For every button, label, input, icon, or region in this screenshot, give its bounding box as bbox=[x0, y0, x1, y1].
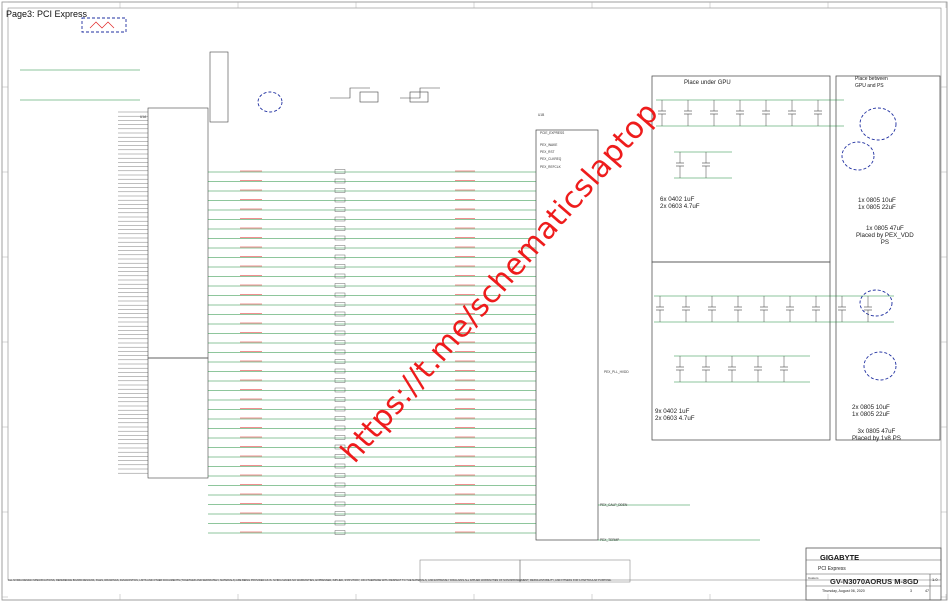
ac-cap-symbol bbox=[334, 302, 346, 307]
ac-cap-symbol bbox=[334, 245, 346, 250]
company-logo: GIGABYTE bbox=[820, 553, 860, 562]
pcie-ref-label: PCIE_EXPRESS bbox=[540, 131, 565, 135]
ac-cap-symbol bbox=[334, 520, 346, 526]
cap-note-top: 6x 0402 1uF 2x 0603 4.7uF bbox=[660, 196, 700, 210]
pin-pex-terma: PEX_TERMP bbox=[600, 538, 620, 542]
doc-date: Thursday, August 06, 2020 bbox=[822, 589, 865, 593]
ac-cap-symbol bbox=[334, 349, 346, 355]
note-pex-vdd: 1x 0805 47uF Placed by PEX_VDD PS bbox=[856, 225, 914, 246]
ac-cap-symbol bbox=[334, 292, 346, 298]
note-1v8-ps: 3x 0805 47uF Placed by 1v8 PS bbox=[852, 428, 901, 442]
ac-cap-symbol bbox=[334, 359, 346, 364]
ac-cap-symbol bbox=[334, 283, 346, 288]
ac-cap-symbol bbox=[334, 406, 346, 412]
page-title: Page3: PCI Express bbox=[6, 9, 88, 19]
pin-pex-cal: PEX_CALP_DDEN bbox=[600, 503, 628, 507]
ac-cap-symbol bbox=[334, 197, 346, 203]
ac-cap-symbol bbox=[334, 340, 346, 345]
ac-cap-symbol bbox=[334, 235, 346, 241]
ac-cap-symbol bbox=[334, 454, 346, 459]
ac-cap-symbol bbox=[334, 501, 346, 507]
ac-cap-symbol bbox=[334, 482, 346, 488]
pin-pex-clkreq: PEX_CLKREQ bbox=[540, 157, 562, 161]
ac-cap-symbol bbox=[334, 264, 346, 269]
note-1v8-caps: 2x 0805 10uF 1x 0805 22uF bbox=[852, 404, 890, 418]
ac-cap-symbol bbox=[334, 178, 346, 184]
left-connector bbox=[147, 107, 209, 479]
ac-cap-symbol bbox=[334, 330, 346, 336]
ac-cap-symbol bbox=[334, 254, 346, 260]
u1b-label: U1B bbox=[538, 113, 545, 117]
ac-cap-symbol bbox=[334, 511, 346, 516]
cap-note-bottom: 9x 0402 1uF 2x 0603 4.7uF bbox=[655, 408, 695, 422]
pin-pex-wake: PEX_WAKE bbox=[540, 143, 558, 147]
model-number: GV-N3070AORUS M-8GD bbox=[830, 577, 919, 586]
ac-cap-symbol bbox=[334, 216, 346, 222]
ac-cap-symbol bbox=[334, 321, 346, 326]
doc-title: PCI Express bbox=[818, 566, 846, 572]
ac-cap-symbol bbox=[334, 273, 346, 279]
sheet-total: 47 bbox=[925, 589, 929, 593]
ac-cap-symbol bbox=[334, 188, 346, 193]
ac-cap-symbol bbox=[334, 226, 346, 231]
ac-cap-symbol bbox=[334, 397, 346, 402]
pin-pex-pll-hvdd: PEX_PLL_HVDD bbox=[604, 370, 629, 374]
ac-cap-symbol bbox=[334, 378, 346, 383]
u1a-label: U1A bbox=[140, 115, 147, 119]
rev-value: 1.0 bbox=[932, 577, 938, 582]
ac-cap-symbol bbox=[334, 387, 346, 393]
sheet-number: 3 bbox=[910, 589, 912, 593]
ac-cap-symbol bbox=[334, 311, 346, 317]
pin-pex-rst: PEX_RST bbox=[540, 150, 555, 154]
ac-cap-symbol bbox=[334, 207, 346, 212]
size-value: Custom bbox=[808, 576, 819, 580]
gpu-pcie-body bbox=[535, 129, 599, 541]
note-pex-caps: 1x 0805 10uF 1x 0805 22uF bbox=[858, 197, 896, 211]
ac-cap-symbol bbox=[334, 416, 346, 421]
ac-cap-symbol bbox=[334, 463, 346, 469]
ac-cap-symbol bbox=[334, 368, 346, 374]
ac-cap-symbol bbox=[334, 425, 346, 431]
legal-disclaimer: ALL NVIDIA DESIGN SPECIFICATIONS, REFERE… bbox=[8, 579, 612, 582]
ac-cap-symbol bbox=[334, 530, 346, 535]
pin-pex-refclk: PEX_REFCLK bbox=[540, 165, 561, 169]
ac-cap-symbol bbox=[334, 473, 346, 478]
place-between-header: Place between GPU and PS bbox=[855, 76, 888, 89]
ac-cap-symbol bbox=[334, 492, 346, 497]
place-under-gpu-header: Place under GPU bbox=[684, 80, 731, 86]
ac-cap-symbol bbox=[334, 435, 346, 440]
ac-cap-symbol bbox=[334, 444, 346, 450]
ac-cap-symbol bbox=[334, 169, 346, 174]
